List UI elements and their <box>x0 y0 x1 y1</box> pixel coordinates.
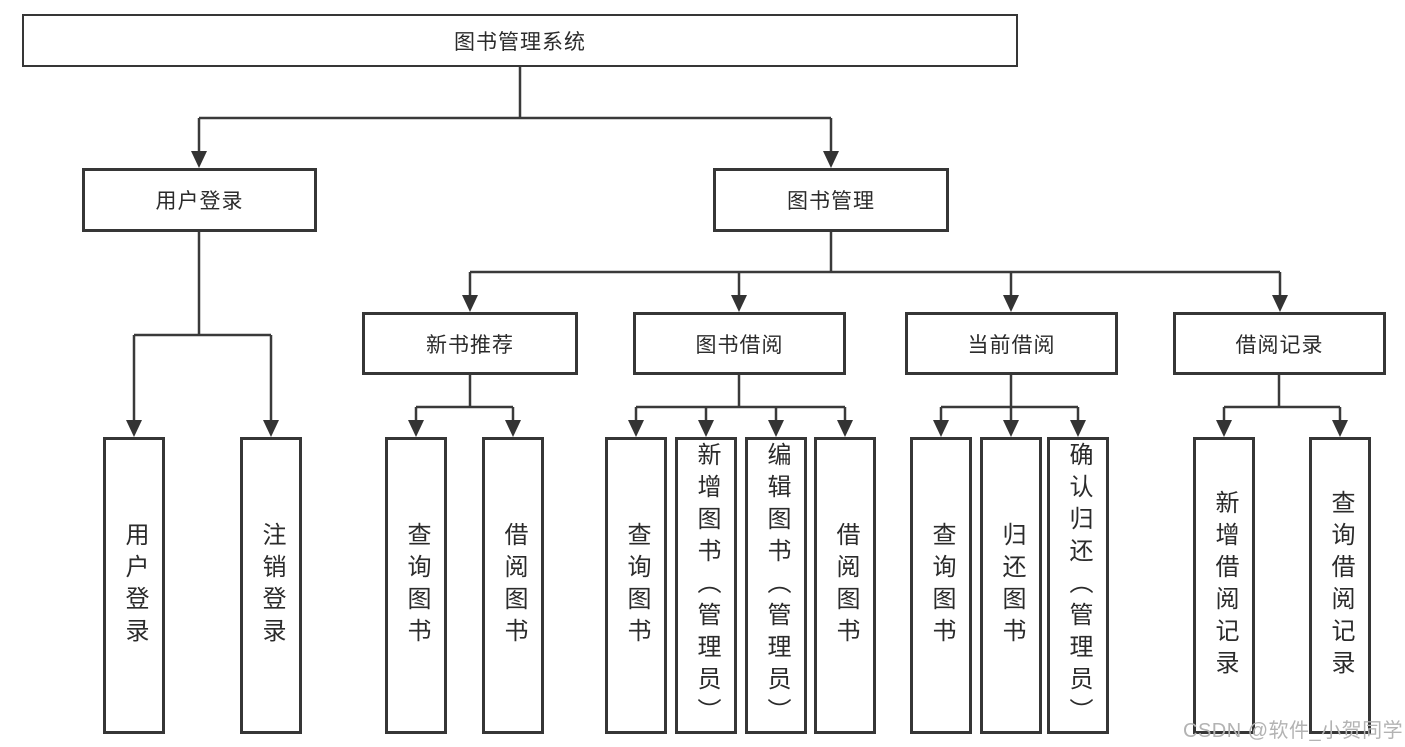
node-label: 查询借阅记录 <box>1327 489 1354 682</box>
node-label: 编辑图书（管理员） <box>763 441 790 730</box>
node-label: 图书管理 <box>787 190 875 213</box>
leaf-add-books-admin: 新增图书（管理员） <box>675 437 737 734</box>
leaf-confirm-return-admin: 确认归还（管理员） <box>1047 437 1109 734</box>
node-label: 当前借阅 <box>967 333 1056 357</box>
node-label: 图书管理系统 <box>454 30 586 54</box>
node-label: 新增借阅记录 <box>1211 489 1238 682</box>
leaf-add-borrow-record: 新增借阅记录 <box>1193 437 1255 734</box>
node-label: 新书推荐 <box>426 333 514 357</box>
node-label: 借阅记录 <box>1235 333 1324 357</box>
node-book-borrowing: 图书借阅 <box>633 312 846 375</box>
node-current-borrowing: 当前借阅 <box>905 312 1118 375</box>
node-library-management-system: 图书管理系统 <box>22 14 1018 67</box>
node-label: 查询图书 <box>403 521 430 650</box>
leaf-query-borrow-record: 查询借阅记录 <box>1309 437 1371 734</box>
node-label: 查询图书 <box>928 521 955 650</box>
node-label: 用户登录 <box>155 190 244 213</box>
arrowheads <box>126 151 1348 437</box>
node-borrowing-records: 借阅记录 <box>1173 312 1386 375</box>
node-book-management: 图书管理 <box>713 168 949 232</box>
leaf-return-books: 归还图书 <box>980 437 1042 734</box>
node-label: 查询图书 <box>623 521 650 650</box>
csdn-watermark: CSDN @软件_小贺同学 <box>1183 720 1404 742</box>
leaf-borrow-books-recommend: 借阅图书 <box>482 437 544 734</box>
node-label: 借阅图书 <box>832 521 859 650</box>
node-label: 确认归还（管理员） <box>1065 441 1092 730</box>
node-label: 图书借阅 <box>695 333 784 357</box>
node-label: 新增图书（管理员） <box>693 441 720 730</box>
leaf-logout: 注销登录 <box>240 437 302 734</box>
node-new-book-recommend: 新书推荐 <box>362 312 578 375</box>
node-label: 借阅图书 <box>500 521 527 650</box>
node-label: 归还图书 <box>998 521 1025 650</box>
leaf-user-login: 用户登录 <box>103 437 165 734</box>
leaf-query-books-borrowing: 查询图书 <box>605 437 667 734</box>
leaf-borrow-books: 借阅图书 <box>814 437 876 734</box>
leaf-edit-books-admin: 编辑图书（管理员） <box>745 437 807 734</box>
leaf-query-books-recommend: 查询图书 <box>385 437 447 734</box>
node-user-login: 用户登录 <box>82 168 317 232</box>
leaf-query-books-current: 查询图书 <box>910 437 972 734</box>
node-label: 注销登录 <box>258 521 285 650</box>
node-label: 用户登录 <box>121 521 148 650</box>
